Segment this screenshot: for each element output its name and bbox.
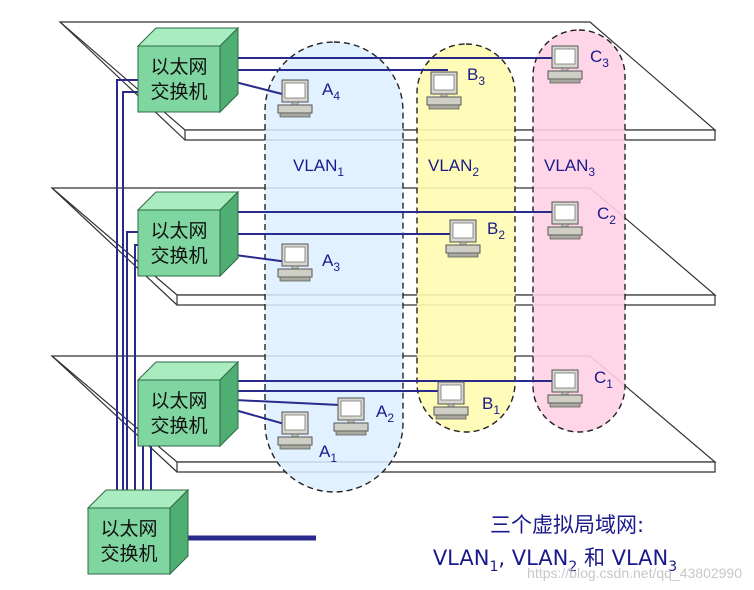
computer-icon-c3: [547, 45, 583, 84]
host-label-a1: A1: [319, 442, 337, 465]
vlan-2-label: VLAN2: [428, 156, 479, 179]
switch-label-line1: 以太网: [100, 518, 157, 540]
watermark: https://blog.csdn.net/qq_43802990: [527, 565, 742, 581]
switch-floor-1: 以太网 交换机: [137, 361, 239, 447]
computer-icon-a3: [277, 243, 313, 282]
switch-label-line2: 交换机: [100, 543, 157, 565]
connection-lines: [116, 57, 556, 492]
switch-label-line1: 以太网: [150, 220, 207, 242]
vlan-1-label: VLAN1: [293, 156, 344, 179]
vlan-1-region: [264, 41, 404, 493]
vlan-3-label: VLAN3: [544, 156, 595, 179]
computer-icon-b2: [445, 219, 481, 258]
host-label-a3: A3: [322, 251, 340, 274]
computer-icon-b1: [433, 381, 469, 420]
host-label-b1: B1: [482, 394, 500, 417]
computer-icon-c1: [547, 369, 583, 408]
switch-label-line2: 交换机: [150, 415, 207, 437]
host-label-c3: C3: [590, 47, 609, 70]
host-label-b2: B2: [487, 219, 505, 242]
switch-label-line2: 交换机: [150, 81, 207, 103]
switch-label-line1: 以太网: [150, 390, 207, 412]
switch-root: 以太网 交换机: [87, 489, 189, 575]
switch-label-line1: 以太网: [150, 56, 207, 78]
switch-floor-2: 以太网 交换机: [137, 191, 239, 277]
switch-label-line2: 交换机: [150, 245, 207, 267]
host-label-a4: A4: [322, 80, 340, 103]
computer-icon-c2: [547, 201, 583, 240]
host-label-b3: B3: [467, 65, 485, 88]
computer-icon-a4: [277, 79, 313, 118]
host-label-c1: C1: [594, 368, 613, 391]
host-label-a2: A2: [376, 402, 394, 425]
switch-floor-3: 以太网 交换机: [137, 27, 239, 113]
computer-icon-a2: [333, 397, 369, 436]
computer-icon-a1: [277, 411, 313, 450]
host-label-c2: C2: [597, 204, 616, 227]
computer-icon-b3: [426, 71, 462, 110]
caption-line2: VLAN1, VLAN2 和 VLAN3: [433, 546, 677, 575]
caption-line1: 三个虚拟局域网:: [490, 513, 644, 537]
